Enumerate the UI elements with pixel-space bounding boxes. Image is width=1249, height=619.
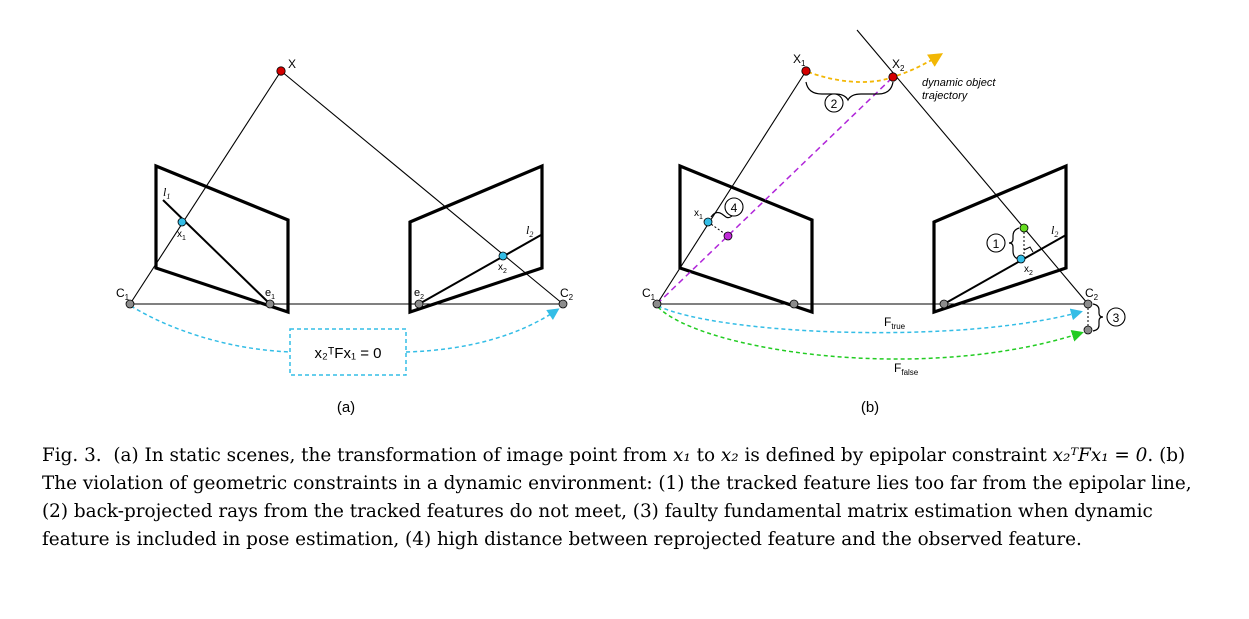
- trajectory-label-2: trajectory: [922, 90, 969, 102]
- point-c2: [558, 299, 568, 309]
- label-c2: C2: [560, 286, 574, 302]
- ray-c1-x1: [656, 70, 807, 305]
- figure-3: x₂ᵀFx₁ = 0 X C1 C2 e1 e2 x1 x2 l1 l2 (a): [116, 29, 1126, 416]
- point-x1-image: [177, 217, 187, 227]
- point-reprojected: [723, 231, 733, 241]
- panel-a-label: (a): [337, 399, 355, 416]
- fundamental-arc-right: [405, 308, 560, 353]
- label-X2: X2: [892, 57, 905, 73]
- f-false-arc: [657, 306, 1084, 360]
- label-l2: l2: [526, 223, 533, 239]
- label-e1: e1: [265, 287, 275, 301]
- point-x-world: [276, 66, 286, 76]
- epipolar-line-l1: [162, 199, 271, 305]
- point-e1-b: [789, 299, 799, 309]
- caption-fig-label: Fig. 3.: [42, 445, 102, 466]
- label-c2-b: C2: [1085, 286, 1099, 302]
- point-c2-false: [1083, 325, 1093, 335]
- ray-c1-x: [129, 70, 282, 305]
- right-angle-marker: [1023, 246, 1034, 253]
- point-x2-image: [498, 251, 508, 261]
- point-X1-world: [801, 66, 811, 76]
- marker-1-circle: [986, 233, 1006, 253]
- caption-text-a1: (a) In static scenes, the transformation…: [113, 445, 668, 466]
- point-c2-b: [1083, 299, 1093, 309]
- marker-3-circle: [1106, 307, 1126, 327]
- panel-b: 1 2 3 4 X1 X2 dynamic object trajectory …: [642, 29, 1126, 416]
- label-x2-b: x2: [1024, 264, 1033, 277]
- point-c1: [125, 299, 135, 309]
- marker-3: 3: [1113, 311, 1120, 325]
- point-e2-b: [939, 299, 949, 309]
- point-e1: [265, 299, 275, 309]
- panel-a: x₂ᵀFx₁ = 0 X C1 C2 e1 e2 x1 x2 l1 l2 (a): [116, 57, 574, 416]
- label-f-false: Ffalse: [894, 361, 919, 377]
- caption-math-constraint: x₂ᵀFx₁ = 0: [1052, 445, 1148, 466]
- ray-c2-x: [280, 70, 564, 305]
- marker-4: 4: [731, 201, 738, 215]
- marker-1: 1: [993, 237, 1000, 251]
- caption-text-a3: is defined by epipolar constraint: [744, 445, 1047, 466]
- trajectory-label-1: dynamic object: [922, 77, 996, 89]
- label-f-true: Ftrue: [884, 315, 906, 331]
- marker-2: 2: [831, 97, 838, 111]
- backprojected-ray: [656, 76, 894, 305]
- image-plane-left-b: [678, 163, 814, 315]
- label-e2: e2: [414, 287, 424, 301]
- panel-b-label: (b): [861, 399, 879, 416]
- marker-4-circle: [724, 197, 744, 217]
- caption-math-x1: x₁: [672, 445, 691, 466]
- trajectory-arc: [807, 53, 944, 83]
- brace-2: [805, 81, 894, 102]
- label-c1-b: C1: [642, 286, 656, 302]
- caption-text-a2: to: [696, 445, 716, 466]
- brace-4: [710, 211, 734, 219]
- brace-3: [1092, 303, 1104, 332]
- label-X1: X1: [793, 52, 806, 68]
- image-plane-right-b: [932, 163, 1068, 315]
- label-x2: x2: [498, 262, 507, 275]
- label-X: X: [288, 57, 296, 71]
- f-true-arc: [657, 305, 1083, 334]
- point-x2-image-b: [1016, 254, 1026, 264]
- label-x1: x1: [177, 229, 186, 242]
- fundamental-arc: [130, 305, 293, 353]
- point-c1-b: [652, 299, 662, 309]
- constraint-box: [289, 328, 407, 376]
- label-x1-b: x1: [694, 208, 703, 221]
- point-observed-green: [1019, 223, 1029, 233]
- label-l2-b: l2: [1051, 223, 1058, 239]
- epipolar-line-l2: [418, 234, 542, 305]
- image-plane-right: [408, 163, 544, 315]
- caption-math-x2: x₂: [720, 445, 739, 466]
- epipolar-line-l2-b: [943, 234, 1067, 305]
- image-plane-left: [154, 163, 290, 315]
- brace-1: [1008, 227, 1020, 260]
- constraint-text: x₂ᵀFx₁ = 0: [315, 345, 382, 362]
- figure-caption: Fig. 3. (a) In static scenes, the transf…: [42, 442, 1212, 554]
- point-X2-world: [888, 72, 898, 82]
- caption-text-b: . (b) The violation of geometric constra…: [42, 445, 1192, 550]
- label-c1: C1: [116, 286, 130, 302]
- point-e2: [414, 299, 424, 309]
- label-l1: l1: [163, 185, 170, 201]
- ray-c2-x2: [856, 29, 1089, 305]
- marker-2-circle: [824, 93, 844, 113]
- point-x1-image-b: [703, 217, 713, 227]
